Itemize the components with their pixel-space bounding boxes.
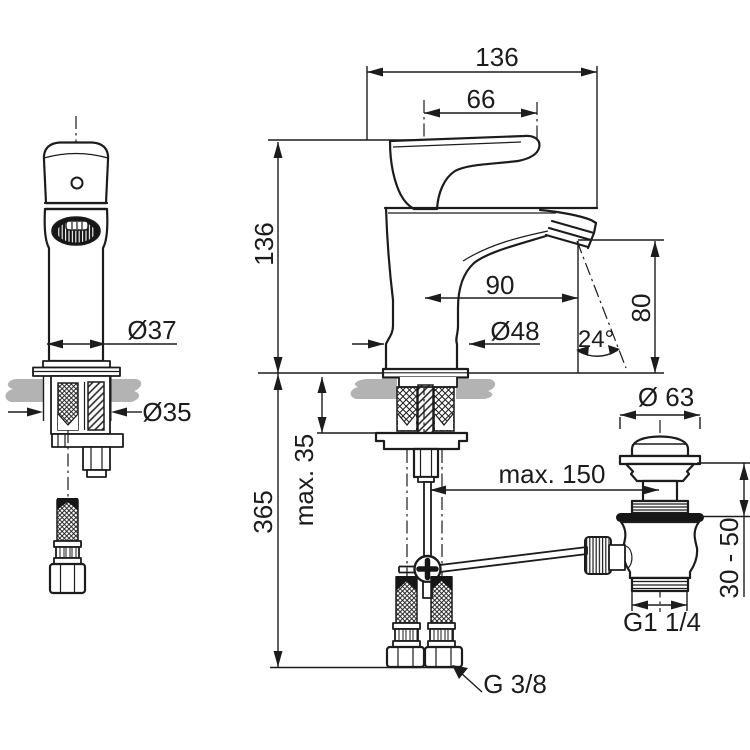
dim-front-diameter: Ø37	[127, 315, 176, 345]
spout-dimensions	[352, 239, 664, 373]
dim-waste-height-range: 30 - 50	[714, 518, 744, 599]
countertop-front-view	[5, 379, 142, 402]
dim-spout-reach: 90	[486, 270, 515, 300]
dim-max-deck-thickness: max. 35	[289, 434, 319, 527]
pop-up-rod	[423, 481, 432, 560]
supply-hoses	[385, 576, 483, 693]
side-view-mounting	[374, 377, 588, 599]
dim-outlet-angle: 24°	[578, 326, 614, 353]
dim-outlet-height: 80	[626, 294, 656, 323]
dim-hole-diameter: Ø35	[142, 397, 191, 427]
countertop-side-view	[350, 379, 496, 399]
pop-up-waste-assembly	[584, 410, 750, 612]
faucet-side-view	[381, 134, 599, 379]
dim-max-rod-length: max. 150	[499, 459, 606, 489]
dim-waste-thread: G1 1/4	[623, 607, 701, 637]
rod-length-dimension	[430, 485, 659, 495]
front-view-supply-hose	[48, 498, 87, 595]
dim-base-diameter: Ø48	[490, 316, 539, 346]
dimension-lines	[268, 66, 598, 669]
aerator-front	[51, 216, 101, 246]
dim-handle-length: 66	[467, 84, 496, 114]
dim-waste-cap-diameter: Ø 63	[638, 382, 694, 412]
front-view-mounting	[42, 375, 124, 478]
rod-clamp-nut	[584, 536, 612, 575]
dim-supply-thread: G 3/8	[483, 669, 547, 699]
dim-hose-drop: 365	[248, 490, 278, 533]
dim-overall-width: 136	[475, 42, 518, 72]
dim-height-above-deck: 136	[249, 222, 279, 265]
faucet-front-view	[8, 116, 177, 595]
